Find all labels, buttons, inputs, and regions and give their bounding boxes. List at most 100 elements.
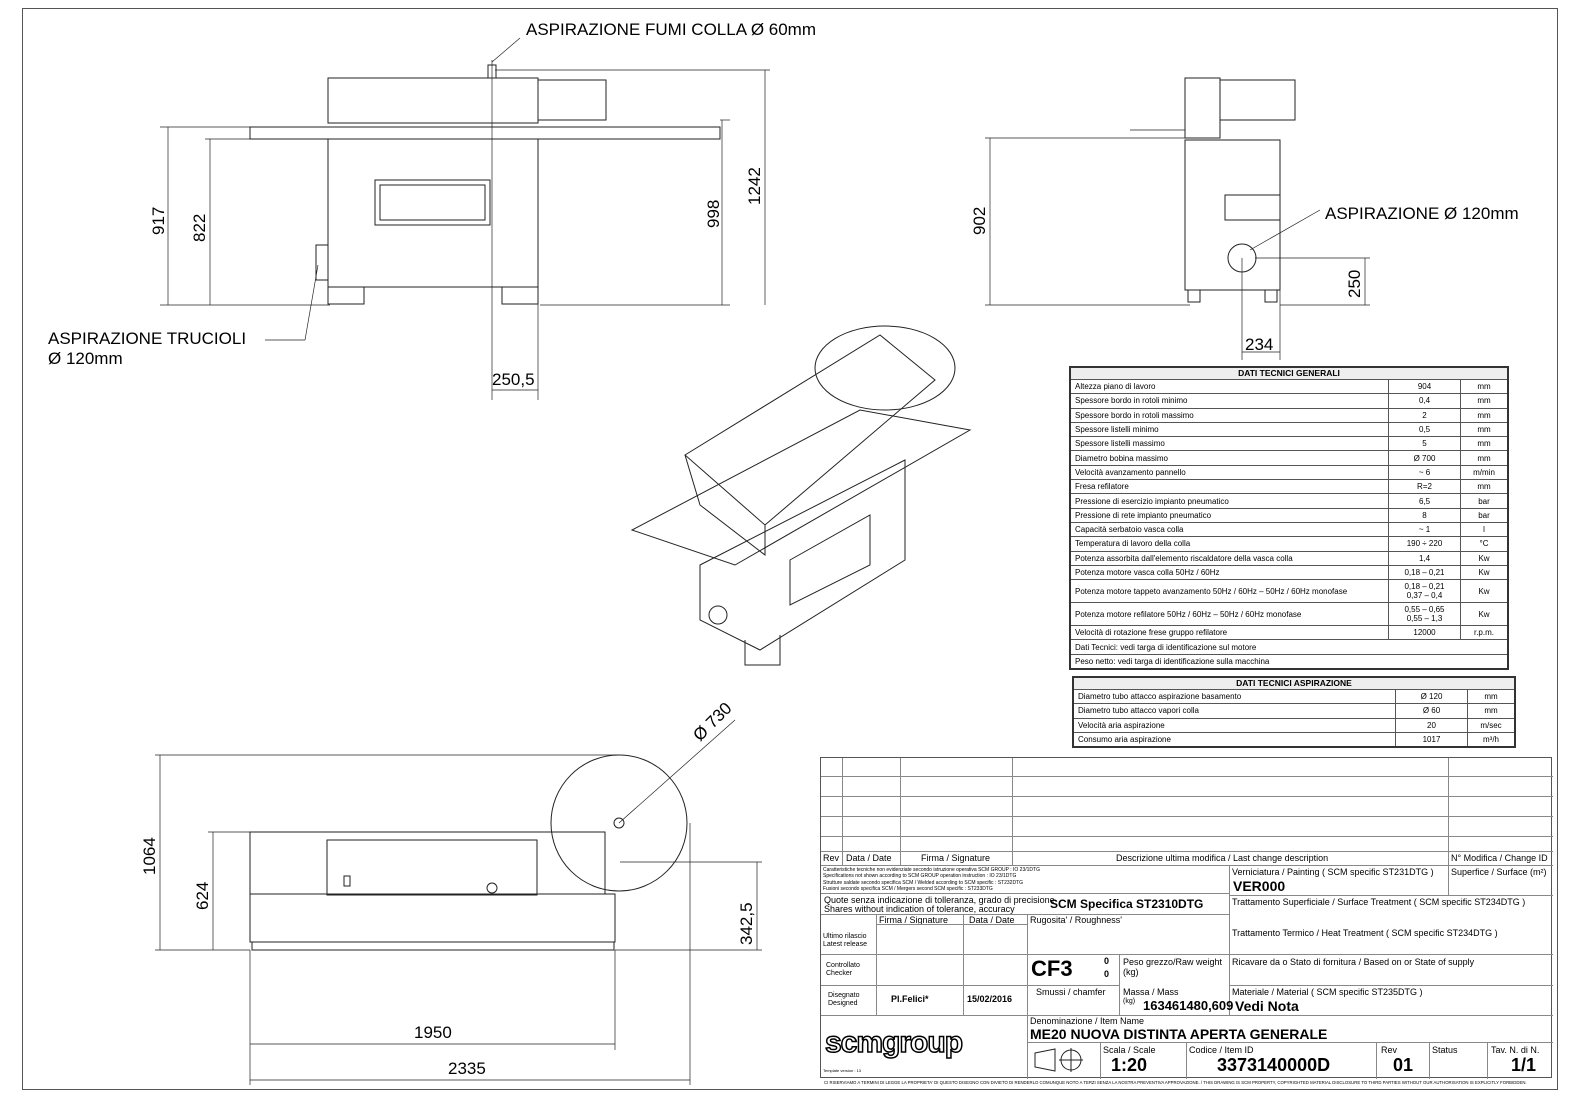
param-name: Temperatura di lavoro della colla [1071,537,1389,551]
param-unit: °C [1479,539,1489,549]
param-name: Pressione di rete impianto pneumatico [1071,508,1389,522]
table-title: DATI TECNICI ASPIRAZIONE [1074,678,1514,689]
tolerance-spec: SCM Specifica ST2310DTG [1050,897,1204,911]
item-id-label: Codice / Item ID [1189,1045,1254,1055]
rev-header: Rev [823,853,840,863]
item-name-label: Denominazione / Item Name [1030,1016,1145,1026]
front-dimensions [160,37,770,400]
param-name: Velocità di rotazione frese gruppo refil… [1071,626,1389,640]
surface-treatment-label: Trattamento Superficiale / Surface Treat… [1232,897,1526,907]
param-unit: Kw [1478,568,1490,577]
param-name: Altezza piano di lavoro [1071,380,1389,394]
param-value: ~ 1 [1389,522,1461,537]
param-value: 1,4 [1389,551,1461,565]
param-unit: Kw [1478,553,1490,563]
param-unit: mm [1477,453,1491,463]
param-value: ~ 6 [1389,465,1461,480]
value-line: 0,4 [1418,396,1431,406]
param-name: Spessore listelli massimo [1071,437,1389,451]
table-row: Pressione di esercizio impianto pneumati… [1071,493,1507,508]
label-fumi-colla: ASPIRAZIONE FUMI COLLA Ø 60mm [526,20,816,39]
param-name: Potenza motore vasca colla 50Hz / 60Hz [1071,565,1389,580]
chamfer-label: Smussi / chamfer [1036,987,1106,997]
param-name: Diametro tubo attacco vapori colla [1074,704,1396,718]
isometric-view [630,325,972,666]
change-id-header: N° Modifica / Change ID [1451,853,1548,863]
rev-label: Rev [1381,1045,1398,1055]
table-title: DATI TECNICI GENERALI [1071,368,1507,379]
scale-value: 1:20 [1111,1055,1148,1075]
dim-902: 902 [970,207,989,235]
dim-250: 250 [1345,270,1364,298]
param-value: 8 [1389,508,1461,522]
param-name: Capacità serbatoio vasca colla [1071,522,1389,537]
top-view [249,754,688,951]
label-aspirazione: ASPIRAZIONE Ø 120mm [1325,204,1519,223]
checker-label-en: Checker [826,970,853,977]
value-line: 1017 [1422,735,1441,745]
param-value: R=2 [1389,480,1461,494]
top-dimensions [155,719,762,1085]
param-value: 904 [1389,380,1461,394]
param-value: 190 ÷ 220 [1389,537,1461,551]
chamfer-class: CF3 [1031,956,1073,981]
tolerance-note: Quote senza indicazione di tolleranza, g… [824,895,1055,905]
table-row: Diametro tubo attacco aspirazione basame… [1074,689,1514,704]
param-unit: mm [1477,425,1491,435]
dim-1242: 1242 [745,167,764,205]
chamfer-value-b: 0 [1104,969,1110,979]
latest-release-label-en: Latest release [823,941,867,948]
param-name: Potenza motore refilatore 50Hz / 60Hz – … [1071,603,1389,626]
surface-label: Superfice / Surface (m²) [1451,867,1547,877]
mass-label: Massa / Mass [1123,987,1179,997]
designed-label: Disegnato [828,992,860,999]
note-text: Peso netto: vedi targa di identificazion… [1075,656,1270,666]
param-name: Spessore bordo in rotoli massimo [1071,408,1389,422]
value-line: 6,5 [1418,496,1431,506]
param-value: 12000 [1389,626,1461,640]
projection-symbol-icon [1033,1047,1093,1073]
param-value: 2 [1389,408,1461,422]
change-desc-header: Descrizione ultima modifica / Last chang… [1116,853,1329,863]
table-row: Potenza assorbita dall'elemento riscalda… [1071,550,1507,565]
raw-weight-unit: (kg) [1123,967,1139,977]
param-unit: m/sec [1480,720,1502,730]
value-line-2: 0,37 – 0,4 [1406,591,1443,601]
dim-1064: 1064 [140,837,159,875]
param-unit: mm [1484,706,1498,716]
param-name: Fresa refilatore [1071,480,1389,494]
param-value: 0,18 – 0,21 [1389,565,1461,580]
value-line: 1,4 [1418,553,1431,563]
param-name: Diametro bobina massimo [1071,451,1389,465]
template-version: Template version : 13 [823,1068,862,1073]
status-label: Status [1432,1045,1458,1055]
general-technical-data-table: DATI TECNICI GENERALI Altezza piano di l… [1069,366,1509,671]
param-unit: Kw [1478,609,1490,619]
dim-diameter-730: Ø 730 [689,699,735,745]
mass-value: 163461480,609 [1143,998,1234,1013]
sheet-value: 1/1 [1511,1055,1537,1075]
param-value: 0,5 [1389,422,1461,437]
dim-917: 917 [149,207,168,235]
value-line: 0,55 – 0,65 [1404,605,1445,615]
dim-250-5: 250,5 [492,370,535,389]
param-value: 0,4 [1389,394,1461,408]
heat-treatment-label: Trattamento Termico / Heat Treatment ( S… [1232,928,1498,938]
front-view [249,64,721,305]
spec-note: Fusioni secondo specifica SCM / Mergers … [823,886,993,892]
value-line: 190 ÷ 220 [1406,539,1443,549]
param-unit: bar [1478,510,1490,520]
note-text: Dati Tecnici: vedi targa di identificazi… [1075,642,1257,652]
tolerance-note-en: Shares without indication of tolerance, … [824,904,1015,914]
spec-note: Strutture saldate secondo specifica SCM … [823,880,1023,886]
table-row: Potenza motore tappeto avanzamento 50Hz … [1071,579,1507,603]
material-label: Materiale / Material ( SCM specific ST23… [1232,987,1423,997]
scmgroup-logo: scmgroup [824,1025,964,1060]
